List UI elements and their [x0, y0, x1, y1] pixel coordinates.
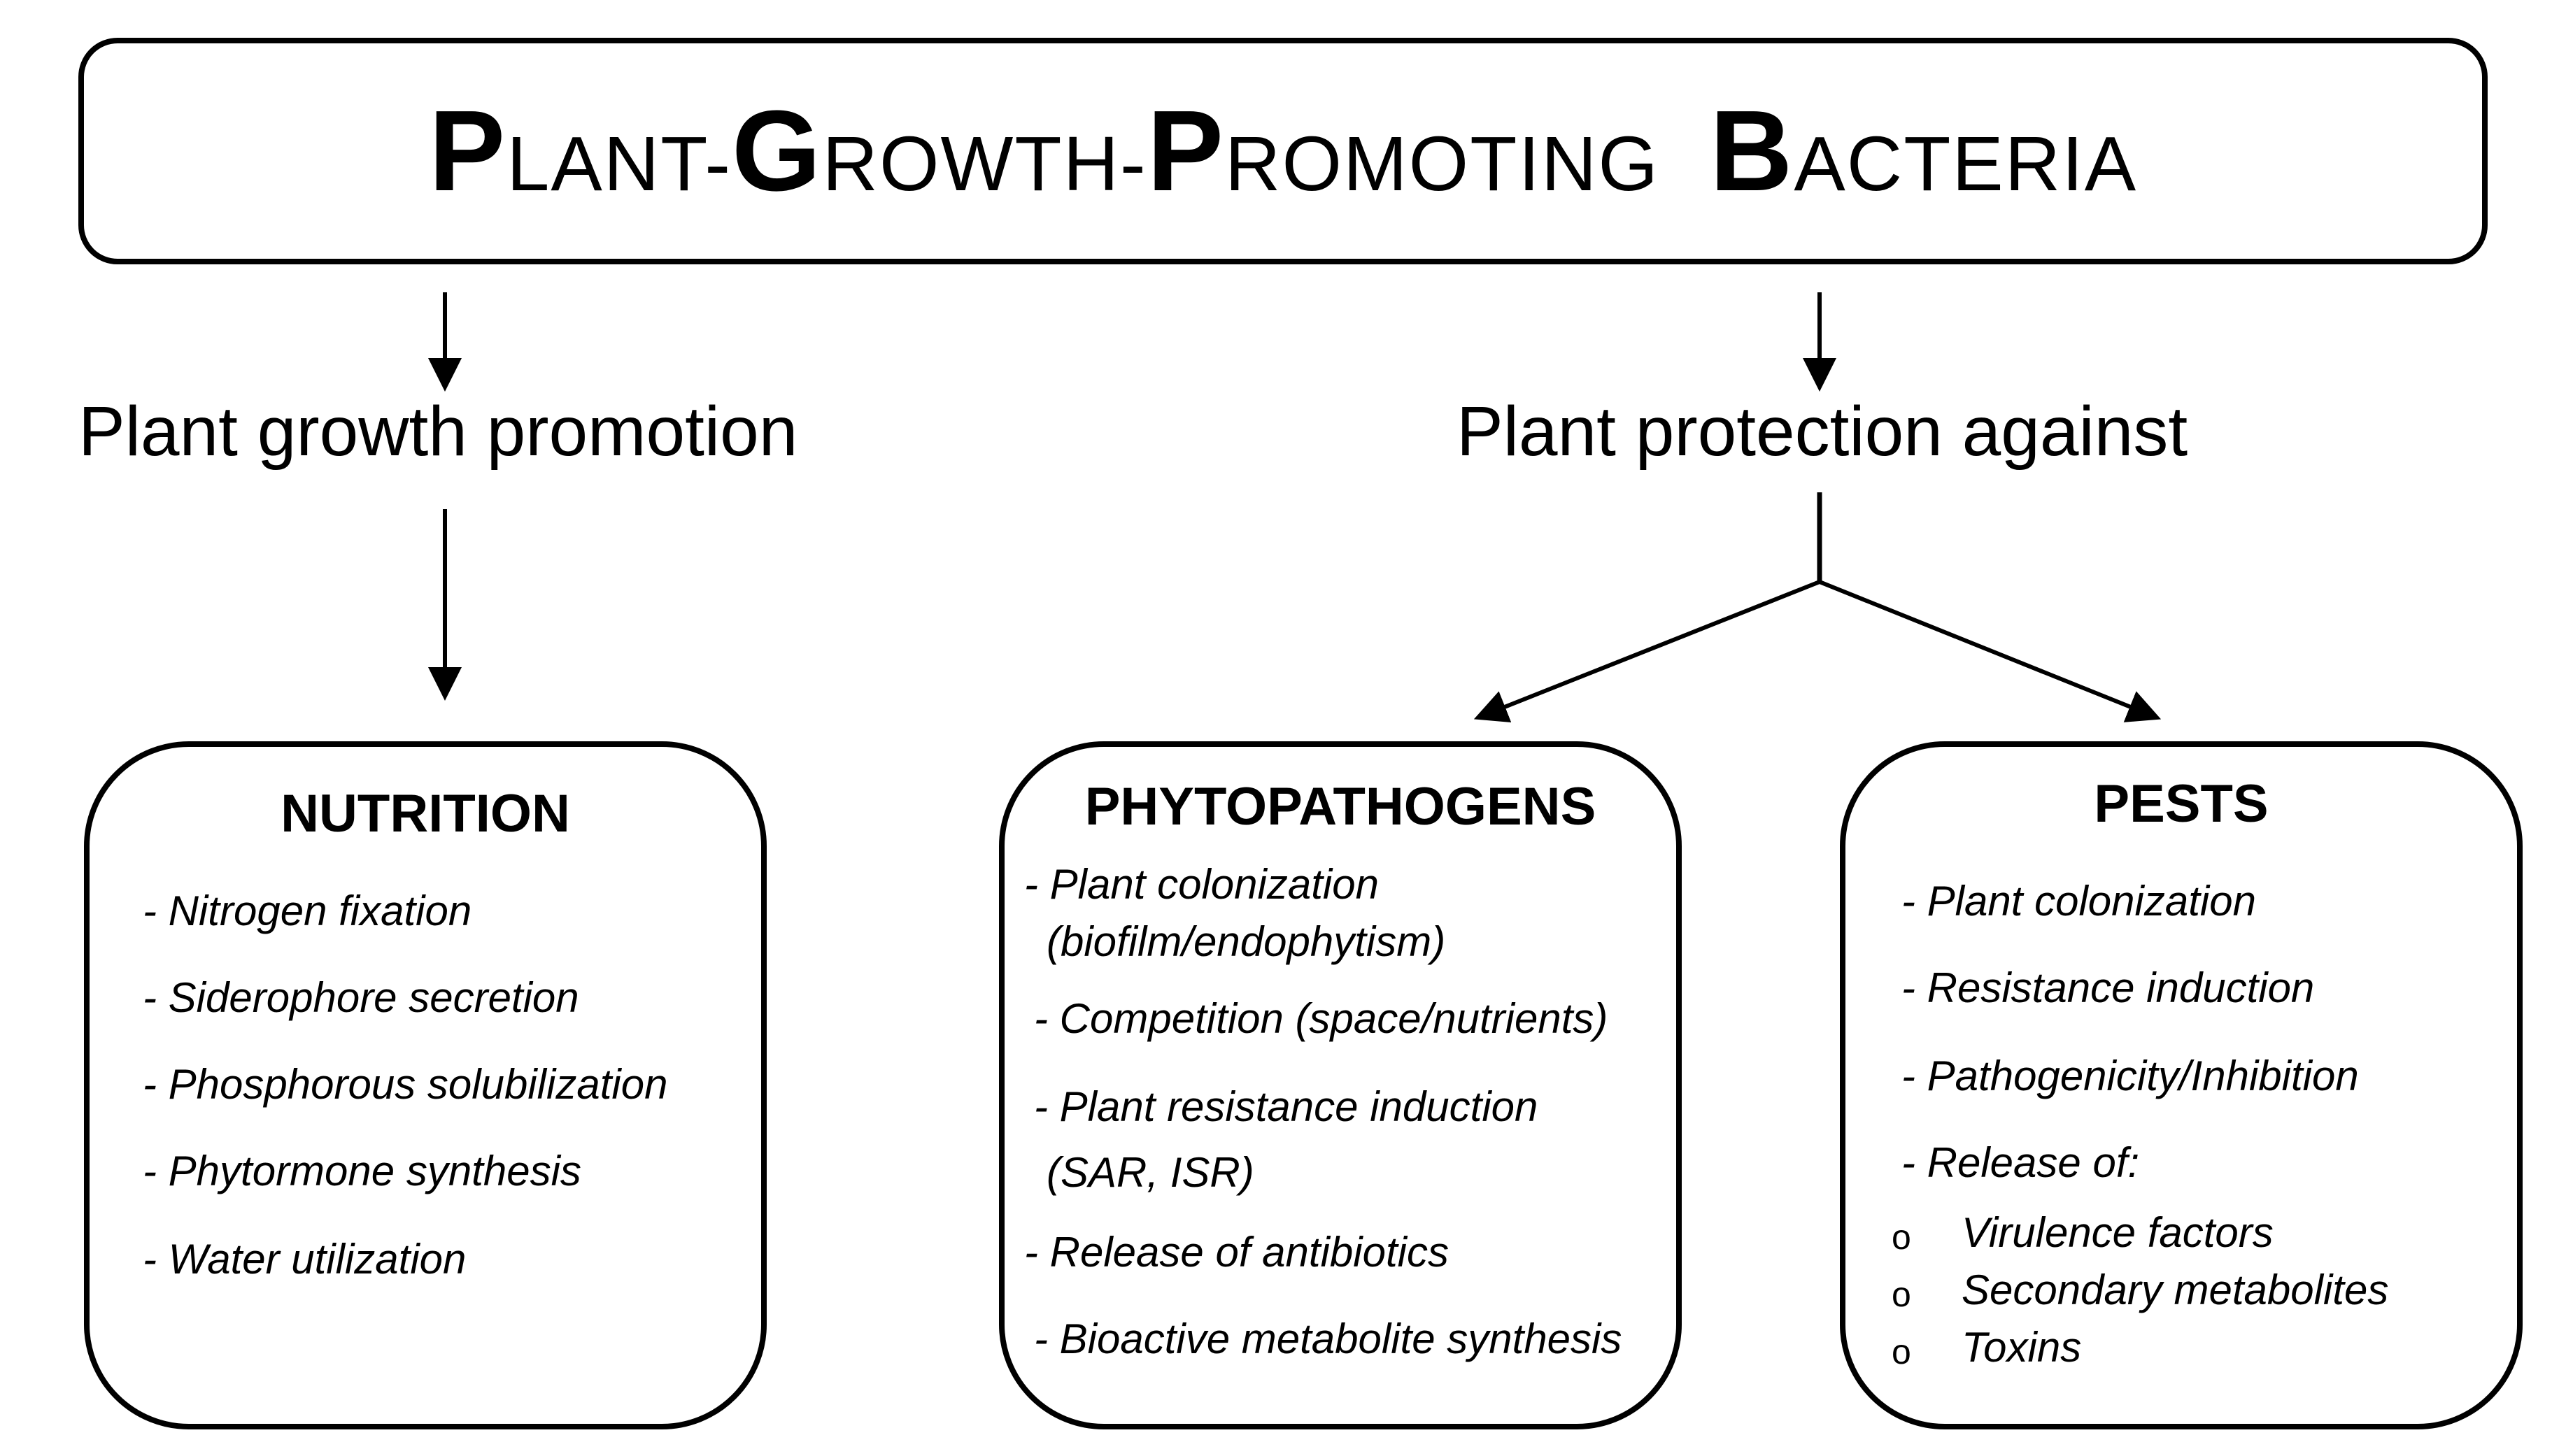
phyto-item-competition: - Competition (space/nutrients) [1034, 995, 1608, 1042]
title-word-bacteria: ACTERIA [1794, 121, 2138, 207]
nutrition-item-nitrogen: - Nitrogen fixation [143, 887, 472, 934]
title-word-promoting: ROMOTING [1225, 121, 1659, 207]
pests-subitem-bullet: o [1892, 1332, 1911, 1371]
phyto-item-resistance: - Plant resistance induction [1034, 1083, 1538, 1130]
title-initial-g: G [731, 87, 823, 215]
pests-item-release: - Release of: [1901, 1139, 2140, 1186]
phytopathogens-card: PHYTOPATHOGENS - Plant colonization (bio… [999, 741, 1682, 1429]
pests-subitem-metabolites: Secondary metabolites [1962, 1266, 2389, 1313]
arrow-protection-to-phytopathogens [1473, 580, 1821, 723]
arrow-protection-to-pests [1818, 580, 2162, 722]
branch-label-growth: Plant growth promotion [78, 392, 798, 471]
title-initial-p1: P [428, 87, 507, 215]
nutrition-card: NUTRITION - Nitrogen fixation - Sideroph… [84, 741, 767, 1429]
pests-subitem-bullet: o [1892, 1218, 1911, 1257]
title-initial-b: B [1709, 87, 1794, 215]
pests-subitem-toxins: Toxins [1962, 1324, 2082, 1371]
nutrition-item-phytormone: - Phytormone synthesis [143, 1148, 581, 1194]
title-word-growth: ROWTH- [822, 121, 1147, 207]
phyto-item-colonization: - Plant colonization [1024, 861, 1379, 908]
pests-item-resistance: - Resistance induction [1901, 964, 2315, 1011]
pests-item-colonization: - Plant colonization [1901, 878, 2256, 925]
nutrition-heading: NUTRITION [281, 784, 570, 843]
pests-item-pathogenicity: - Pathogenicity/Inhibition [1901, 1052, 2359, 1099]
nutrition-item-siderophore: - Siderophore secretion [143, 974, 579, 1021]
phyto-item-antibiotics: - Release of antibiotics [1024, 1229, 1449, 1276]
pests-heading: PESTS [2094, 774, 2269, 834]
title-word-plant: LANT- [506, 121, 732, 207]
pests-subitem-bullet: o [1892, 1275, 1911, 1314]
phyto-item-colonization-detail: (biofilm/endophytism) [1047, 918, 1446, 965]
title-initial-p2: P [1147, 87, 1226, 215]
nutrition-item-phosphorous: - Phosphorous solubilization [143, 1061, 668, 1108]
nutrition-item-water: - Water utilization [143, 1236, 467, 1283]
branch-label-protection: Plant protection against [1456, 392, 2188, 471]
phyto-item-resistance-detail: (SAR, ISR) [1047, 1149, 1254, 1196]
phytopathogens-heading: PHYTOPATHOGENS [1084, 777, 1596, 836]
pests-subitem-virulence: Virulence factors [1962, 1209, 2274, 1256]
phyto-item-bioactive: - Bioactive metabolite synthesis [1034, 1315, 1622, 1362]
pests-card: PESTS - Plant colonization - Resistance … [1840, 741, 2523, 1429]
